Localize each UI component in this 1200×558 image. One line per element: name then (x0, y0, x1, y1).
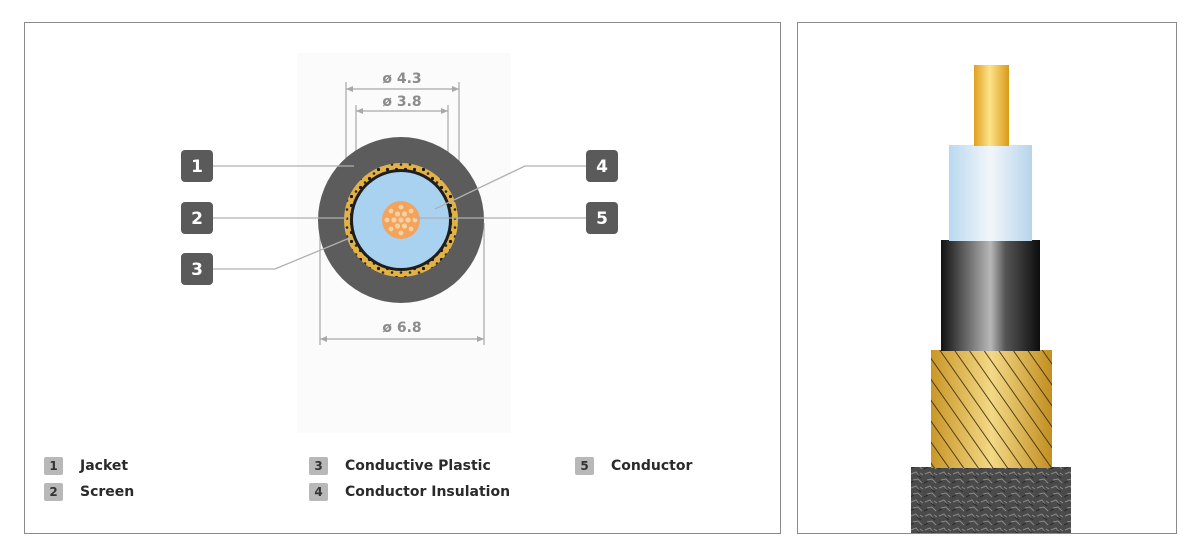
cross-section-panel: ø 4.3 ø 3.8 ø 6.8 1 (24, 22, 781, 534)
callout-1: 1 (181, 150, 213, 182)
legend-badge: 1 (44, 457, 63, 475)
callout-4: 4 (586, 150, 618, 182)
jacket-segment (911, 467, 1071, 533)
svg-text:5: 5 (596, 209, 608, 229)
legend-label: Jacket (80, 458, 129, 474)
cable-side-view-illustration (911, 65, 1071, 533)
callout-3: 3 (181, 253, 213, 285)
legend-item-screen: 2 Screen (44, 483, 134, 501)
legend-label: Conductor Insulation (345, 484, 511, 500)
callout-2: 2 (181, 202, 213, 234)
legend-badge: 2 (44, 483, 63, 501)
legend-item-conductor: 5 Conductor (575, 457, 692, 475)
svg-text:4: 4 (596, 157, 608, 177)
cable-side-view-panel (797, 22, 1177, 534)
conductor-strands (384, 204, 418, 236)
svg-text:3: 3 (191, 260, 203, 280)
legend-item-conductive-plastic: 3 Conductive Plastic (309, 457, 491, 475)
legend-badge: 4 (309, 483, 328, 501)
svg-text:2: 2 (191, 209, 203, 229)
callout-5: 5 (586, 202, 618, 234)
cable-cross-section-diagram: ø 4.3 ø 3.8 ø 6.8 1 (181, 71, 618, 345)
legend-label: Screen (80, 484, 135, 500)
legend-badge: 5 (575, 457, 594, 475)
svg-text:1: 1 (191, 157, 203, 177)
legend-label: Conductive Plastic (345, 458, 491, 474)
legend-label: Conductor (611, 458, 693, 474)
legend-item-jacket: 1 Jacket (44, 457, 128, 475)
leader-lines (213, 165, 587, 270)
conductor-segment (974, 65, 1009, 146)
legend-item-conductor-insulation: 4 Conductor Insulation (309, 483, 510, 501)
conductive-plastic-segment (941, 240, 1040, 351)
dimension-inner-screen: ø 3.8 (382, 94, 421, 110)
screen-braid-texture (931, 350, 1052, 468)
dimension-jacket: ø 6.8 (382, 320, 421, 336)
dimension-arrowheads (320, 86, 484, 342)
conductor-insulation-segment (949, 145, 1032, 241)
dimension-outer-screen: ø 4.3 (382, 71, 421, 87)
legend-badge: 3 (309, 457, 328, 475)
